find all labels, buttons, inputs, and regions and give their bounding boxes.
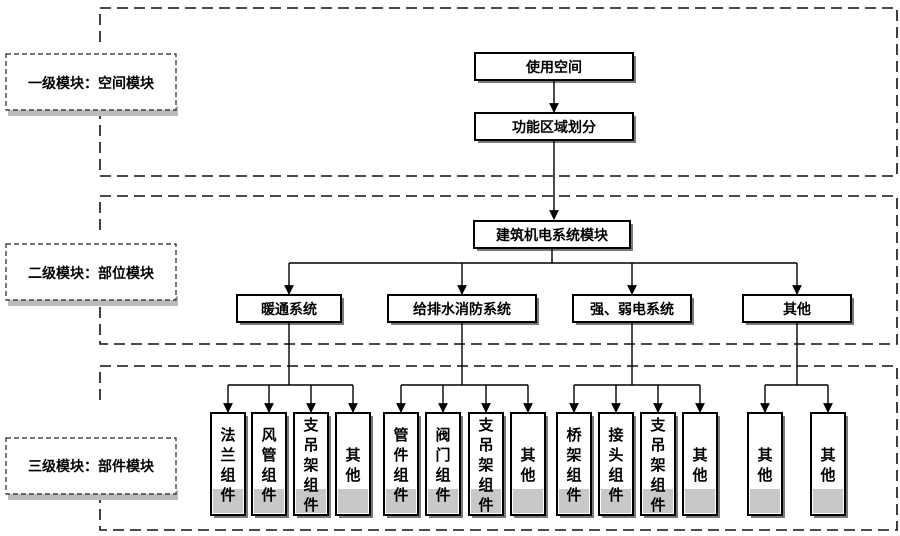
- component-leaf: 阀门组件: [425, 385, 463, 518]
- component-label: 其他: [756, 446, 772, 484]
- level1-label-box: 一级模块：空间模块: [5, 53, 178, 116]
- system-label-electrical: 强、弱电系统: [590, 301, 674, 318]
- component-label: 管件组件: [393, 426, 408, 504]
- component-label: 其他: [819, 446, 835, 484]
- system-label-other: 其他: [783, 301, 811, 318]
- system-nodes: 暖通系统 给排水消防系统 强、弱电系统 其他: [228, 263, 854, 386]
- component-leaves: 法兰组件 风管组件 支吊架组件 其他 管件组件 阀门组件 支吊架组件 其他 桥架组件 接头组件 支吊…: [210, 385, 848, 518]
- component-leaf: 支吊架组件: [293, 385, 331, 518]
- component-label: 其他: [519, 446, 535, 484]
- level3-label-box: 三级模块：部件模块: [5, 437, 178, 500]
- component-leaf: 其他: [510, 385, 548, 518]
- system-label-plumbing-fire: 给排水消防系统: [413, 301, 511, 318]
- system-label-hvac: 暖通系统: [261, 301, 317, 318]
- level2-label-box: 二级模块：部位模块: [5, 243, 178, 306]
- component-leaf: 其他: [682, 385, 720, 518]
- component-leaf: 管件组件: [383, 385, 421, 518]
- component-leaf: 其他: [747, 385, 785, 518]
- component-label: 支吊架组件: [477, 416, 494, 514]
- component-label: 法兰组件: [220, 426, 235, 504]
- node-functional-zoning: 功能区域划分: [474, 112, 636, 143]
- component-label: 支吊架组件: [302, 416, 319, 514]
- component-leaf: 桥架组件: [556, 385, 594, 518]
- component-label: 风管组件: [261, 426, 276, 504]
- node-space-usage-label: 使用空间: [525, 59, 582, 76]
- component-leaf: 其他: [810, 385, 848, 518]
- component-label: 其他: [344, 446, 360, 484]
- level2-band: [99, 195, 898, 345]
- system-node-other: 其他: [742, 263, 854, 386]
- component-label: 接头组件: [608, 426, 623, 504]
- component-leaf: 支吊架组件: [640, 385, 678, 518]
- level1-label: 一级模块：空间模块: [28, 75, 155, 92]
- node-functional-zoning-label: 功能区域划分: [512, 119, 596, 136]
- component-leaf: 其他: [335, 385, 373, 518]
- system-node-hvac: 暖通系统: [228, 263, 353, 386]
- component-label: 桥架组件: [565, 426, 582, 504]
- component-label: 支吊架组件: [649, 416, 666, 514]
- node-mep-system-module-label: 建筑机电系统模块: [496, 227, 609, 244]
- level3-label: 三级模块：部件模块: [28, 458, 155, 475]
- component-label: 其他: [691, 446, 707, 484]
- system-node-plumbing-fire: 给排水消防系统: [387, 263, 539, 386]
- node-mep-system-module: 建筑机电系统模块: [473, 220, 633, 251]
- level2-label: 二级模块：部位模块: [28, 265, 155, 282]
- component-label: 阀门组件: [435, 426, 450, 504]
- level1-band: [99, 7, 898, 177]
- component-leaf: 风管组件: [251, 385, 289, 518]
- component-leaf: 接头组件: [598, 385, 636, 518]
- node-space-usage: 使用空间: [474, 52, 636, 83]
- component-leaf: 支吊架组件: [468, 385, 506, 518]
- component-leaf: 法兰组件: [210, 385, 248, 518]
- system-node-electrical: 强、弱电系统: [572, 263, 700, 386]
